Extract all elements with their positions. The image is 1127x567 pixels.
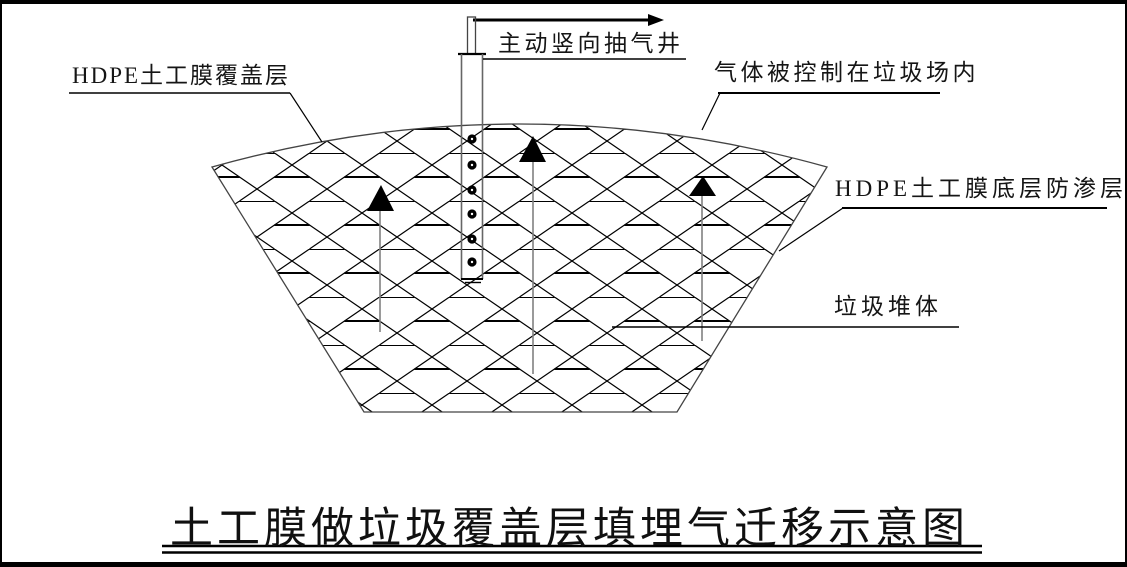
perforation-dot-center: [470, 260, 474, 264]
perforation-dot-center: [470, 237, 474, 241]
perforation-dot-center: [470, 212, 474, 216]
label-active-vertical-well: 主动竖向抽气井: [498, 31, 684, 56]
gas-leader-line: [701, 92, 721, 131]
drawing-title: 土工膜做垃圾覆盖层填埋气迁移示意图: [170, 506, 969, 553]
label-gas-contained: 气体被控制在垃圾场内: [714, 60, 979, 85]
leader-lines: [69, 58, 1107, 328]
label-hdpe-cover-layer: HDPE土工膜覆盖层: [72, 63, 291, 88]
waste-body-outline: [210, 123, 829, 413]
title-underline: [162, 544, 982, 554]
perforation-dot-center: [470, 137, 474, 141]
honeycomb-hatch: [212, 124, 827, 412]
perforation-dot-center: [470, 188, 474, 192]
extraction-well: [458, 14, 664, 284]
flow-arrow-right: [689, 176, 716, 341]
flow-arrow-left: [367, 185, 394, 332]
perforation-dot-center: [470, 163, 474, 167]
liner-leader-line: [778, 207, 844, 252]
label-waste-body: 垃圾堆体: [834, 294, 942, 319]
cover-leader-line: [289, 92, 323, 143]
flow-arrow-center: [519, 136, 546, 374]
well-perforations: [467, 134, 477, 267]
waste-body-shape: [210, 123, 829, 413]
gas-flow-arrows: [367, 136, 716, 374]
label-hdpe-bottom-liner: HDPE土工膜底层防渗层: [835, 176, 1127, 201]
suction-arrowhead-icon: [648, 14, 664, 26]
well-riser: [466, 16, 477, 55]
diagram-canvas: [69, 14, 1107, 554]
